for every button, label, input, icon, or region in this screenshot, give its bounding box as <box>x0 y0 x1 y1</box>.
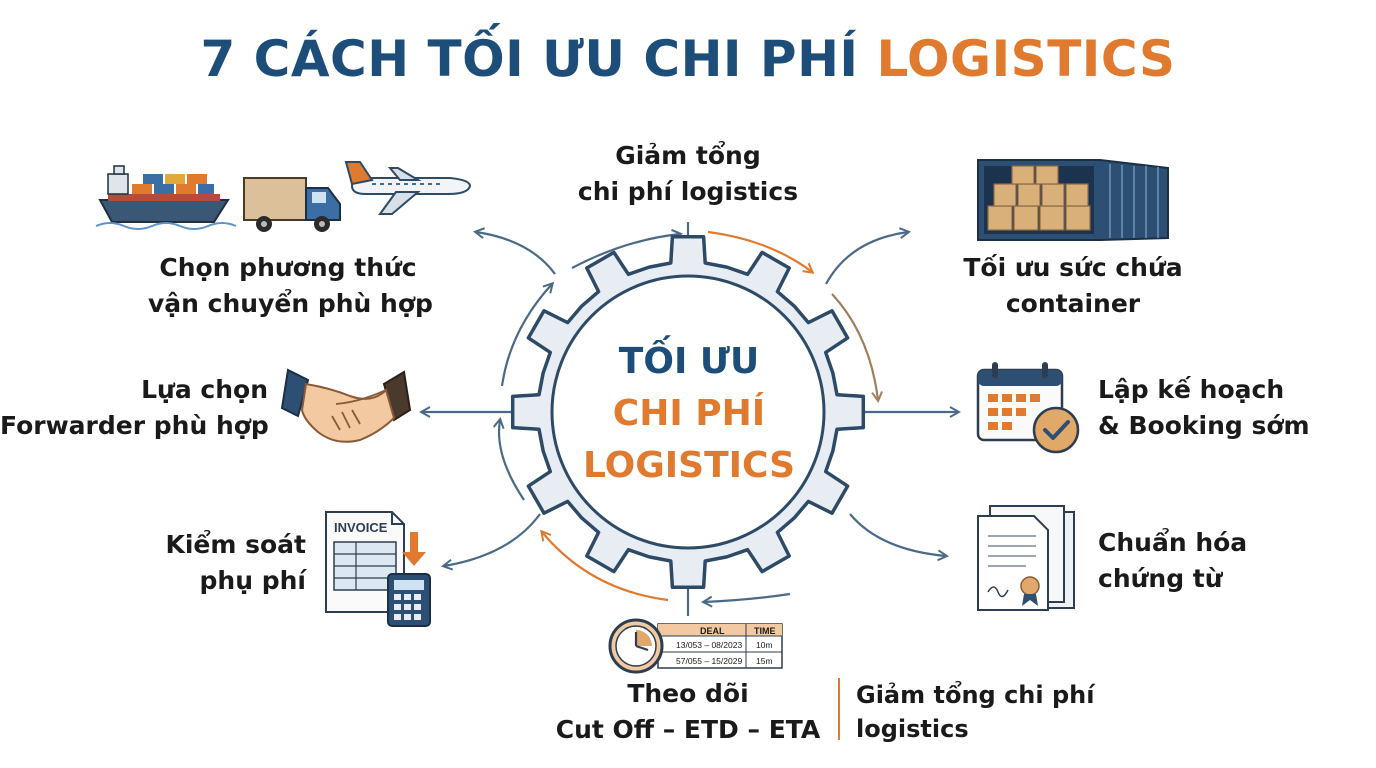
center-title: TỐI ƯU CHI PHÍ LOGISTICS <box>560 336 818 492</box>
booking-label: Lập kế hoạch & Booking sớm <box>1098 372 1310 444</box>
top-label: Giảm tổng chi phí logistics <box>568 138 808 210</box>
container-label-line1: Tối ưu sức chứa <box>963 253 1183 282</box>
side-note: Giảm tổng chi phí logistics <box>838 678 1095 743</box>
transport-label-line2: vận chuyển phù hợp <box>148 289 433 318</box>
documents-label: Chuẩn hóa chứng từ <box>1098 525 1247 597</box>
top-label-line1: Giảm tổng <box>615 141 761 170</box>
title-main: 7 CÁCH TỐI ƯU CHI PHÍ <box>200 30 859 88</box>
handshake-icon <box>280 368 412 443</box>
cutoff-label: Theo dõi Cut Off – ETD – ETA <box>548 676 828 748</box>
title-accent: LOGISTICS <box>876 30 1176 88</box>
documents-icon <box>977 505 1075 611</box>
clock-schedule-icon: DEAL TIME 13/053 – 08/2023 10m 57/055 – … <box>608 618 783 674</box>
surcharge-label: Kiểm soát phụ phí <box>100 527 306 599</box>
cutoff-label-line2: Cut Off – ETD – ETA <box>555 715 821 744</box>
table-cell: 15m <box>756 656 773 666</box>
center-gear <box>510 234 866 590</box>
calendar-check-icon <box>976 362 1080 454</box>
transport-label-line1: Chọn phương thức <box>159 253 417 282</box>
table-cell: 13/053 – 08/2023 <box>676 640 742 650</box>
booking-label-line2: & Booking sớm <box>1098 411 1310 440</box>
forwarder-label: Lựa chọn Forwarder phù hợp <box>0 372 269 444</box>
top-label-line2: chi phí logistics <box>577 177 799 206</box>
booking-label-line1: Lập kế hoạch <box>1098 375 1285 404</box>
side-note-line2: logistics <box>856 715 969 743</box>
documents-label-line2: chứng từ <box>1098 564 1223 593</box>
center-title-line2: CHI PHÍ <box>612 393 766 434</box>
container-label: Tối ưu sức chứa container <box>956 250 1190 322</box>
invoice-calculator-icon: INVOICE <box>325 511 431 627</box>
transport-label: Chọn phương thức vận chuyển phù hợp <box>148 250 433 322</box>
invoice-label: INVOICE <box>334 520 388 535</box>
cutoff-label-line1: Theo dõi <box>627 679 749 708</box>
container-icon <box>977 159 1169 241</box>
side-note-line1: Giảm tổng chi phí <box>856 681 1095 709</box>
documents-label-line1: Chuẩn hóa <box>1098 528 1248 557</box>
page-title: 7 CÁCH TỐI ƯU CHI PHÍ LOGISTICS <box>0 30 1376 88</box>
table-cell: 57/055 – 15/2029 <box>676 656 742 666</box>
truck-icon <box>243 177 341 232</box>
center-title-line1: TỐI ƯU <box>618 341 760 382</box>
table-header-time: TIME <box>754 626 776 636</box>
table-header-deal: DEAL <box>700 626 725 636</box>
surcharge-label-line2: phụ phí <box>199 566 306 595</box>
airplane-icon <box>344 161 472 215</box>
ring-arrows <box>499 232 878 602</box>
ship-icon <box>95 165 237 230</box>
forwarder-label-line1: Lựa chọn <box>141 375 268 404</box>
forwarder-label-line2: Forwarder phù hợp <box>0 411 269 440</box>
surcharge-label-line1: Kiểm soát <box>165 530 306 559</box>
center-title-line3: LOGISTICS <box>582 445 796 486</box>
table-cell: 10m <box>756 640 773 650</box>
container-label-line2: container <box>1005 289 1141 318</box>
